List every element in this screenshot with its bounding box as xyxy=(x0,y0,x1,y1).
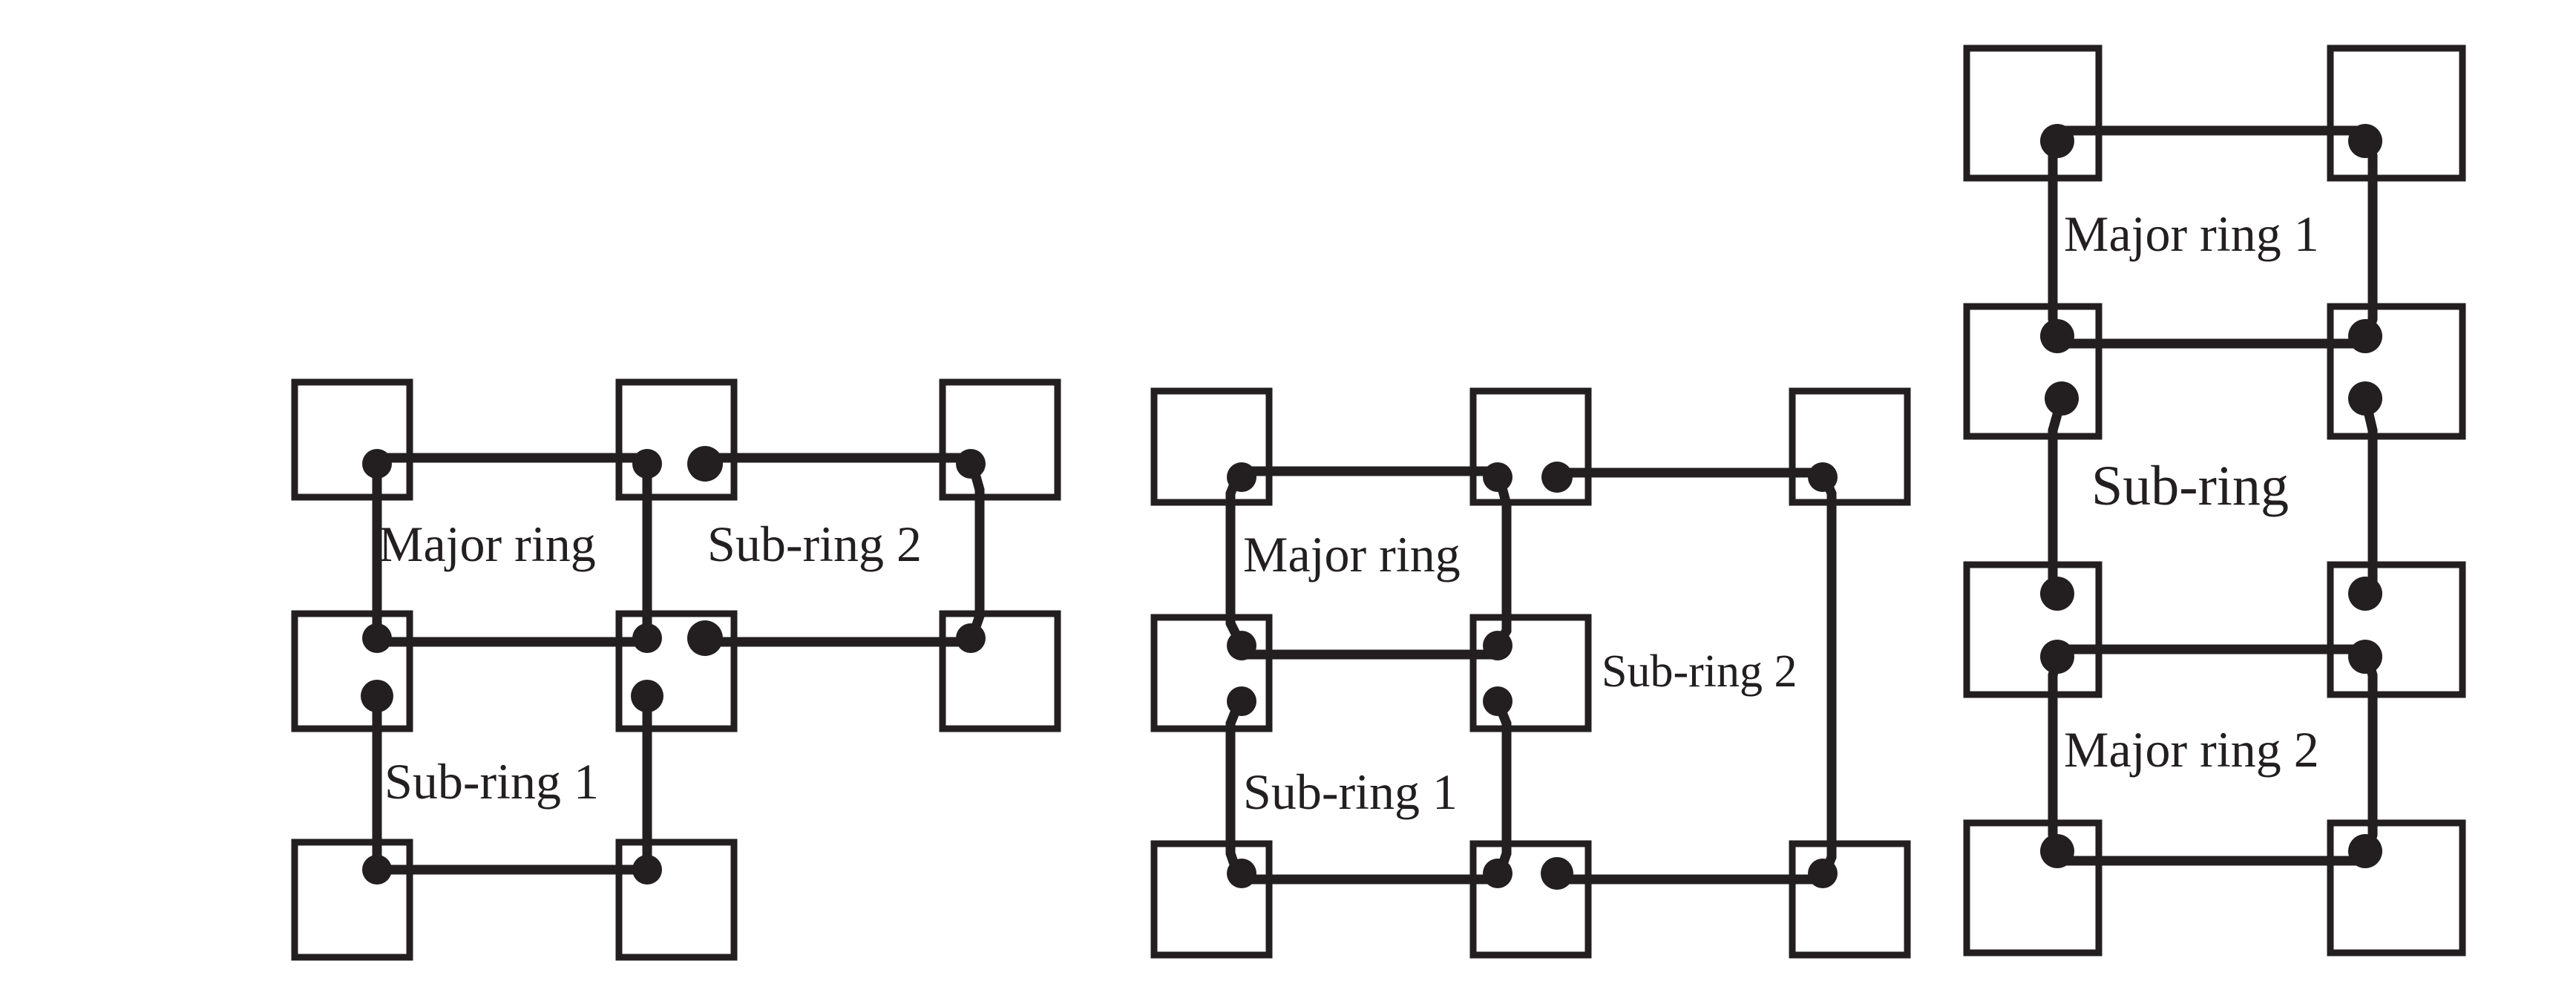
ring-port xyxy=(2040,319,2074,353)
node xyxy=(291,839,413,961)
node xyxy=(2327,303,2466,440)
topology-2: Major ring Sub-ring 2 Sub-ring 1 xyxy=(1150,387,1911,959)
ring-port xyxy=(1227,462,1256,492)
node xyxy=(291,610,413,732)
node xyxy=(1789,840,1911,959)
ring-port xyxy=(1227,686,1256,716)
ring-port xyxy=(361,680,393,712)
node xyxy=(2327,819,2466,957)
major-ring-1-label: Major ring 1 xyxy=(2064,206,2319,262)
node xyxy=(1963,303,2103,440)
ring-port xyxy=(1808,462,1838,492)
sub-ring-2-label: Sub-ring 2 xyxy=(1602,646,1797,697)
sub-ring-1-label: Sub-ring 1 xyxy=(1243,764,1458,820)
ring-port xyxy=(2040,124,2074,158)
ring-port xyxy=(1483,686,1513,716)
ring-port xyxy=(1227,631,1256,660)
ring-port xyxy=(2348,640,2382,674)
ring-port xyxy=(1483,462,1513,492)
ring-port xyxy=(2045,381,2079,416)
node xyxy=(1150,840,1273,959)
ring-port xyxy=(632,623,662,653)
node xyxy=(615,378,738,501)
node xyxy=(939,378,1061,501)
sub-ring-1-links xyxy=(372,691,652,875)
node xyxy=(2327,45,2466,182)
topology-3: Major ring 1 Sub-ring Major ring 2 xyxy=(1963,45,2466,957)
ring-port xyxy=(956,449,986,479)
major-ring-2-label: Major ring 2 xyxy=(2064,721,2319,778)
ring-port xyxy=(632,449,662,479)
node xyxy=(2327,561,2466,698)
ring-port xyxy=(362,855,392,885)
ring-port xyxy=(631,680,663,712)
major-ring-label: Major ring xyxy=(1243,526,1461,583)
major-ring-label: Major ring xyxy=(378,516,596,572)
ring-port xyxy=(362,449,392,479)
topology-1: Major ring Sub-ring 2 Sub-ring 1 xyxy=(291,378,1061,961)
node xyxy=(1469,840,1592,959)
ring-port xyxy=(1541,462,1573,493)
ring-port xyxy=(2040,640,2074,674)
ring-port xyxy=(687,446,723,482)
ring-port xyxy=(2040,577,2074,611)
ring-port xyxy=(1541,857,1573,890)
node xyxy=(1963,819,2103,957)
ring-port xyxy=(1483,631,1513,660)
ring-port xyxy=(2348,577,2382,611)
sub-ring-1-label: Sub-ring 1 xyxy=(384,753,599,810)
ring-port xyxy=(362,623,392,653)
ring-port xyxy=(2348,834,2382,868)
ring-port xyxy=(2348,124,2382,158)
ring-port xyxy=(2348,381,2382,416)
ring-port xyxy=(687,620,723,656)
node xyxy=(1789,387,1911,506)
sub-ring-2-label: Sub-ring 2 xyxy=(707,516,922,572)
ring-port xyxy=(632,855,662,885)
ring-port xyxy=(2040,834,2074,868)
ring-port xyxy=(1227,859,1256,888)
ring-port xyxy=(2348,319,2382,353)
node xyxy=(1963,45,2103,182)
sub-ring-label: Sub-ring xyxy=(2091,455,2289,517)
node xyxy=(615,839,738,961)
major-ring-links xyxy=(372,453,652,647)
node xyxy=(291,378,413,501)
ring-port xyxy=(956,623,986,653)
node xyxy=(1963,561,2103,698)
major-ring-2-links xyxy=(2048,644,2378,866)
ring-port xyxy=(1808,859,1838,888)
ring-port xyxy=(1483,859,1513,888)
